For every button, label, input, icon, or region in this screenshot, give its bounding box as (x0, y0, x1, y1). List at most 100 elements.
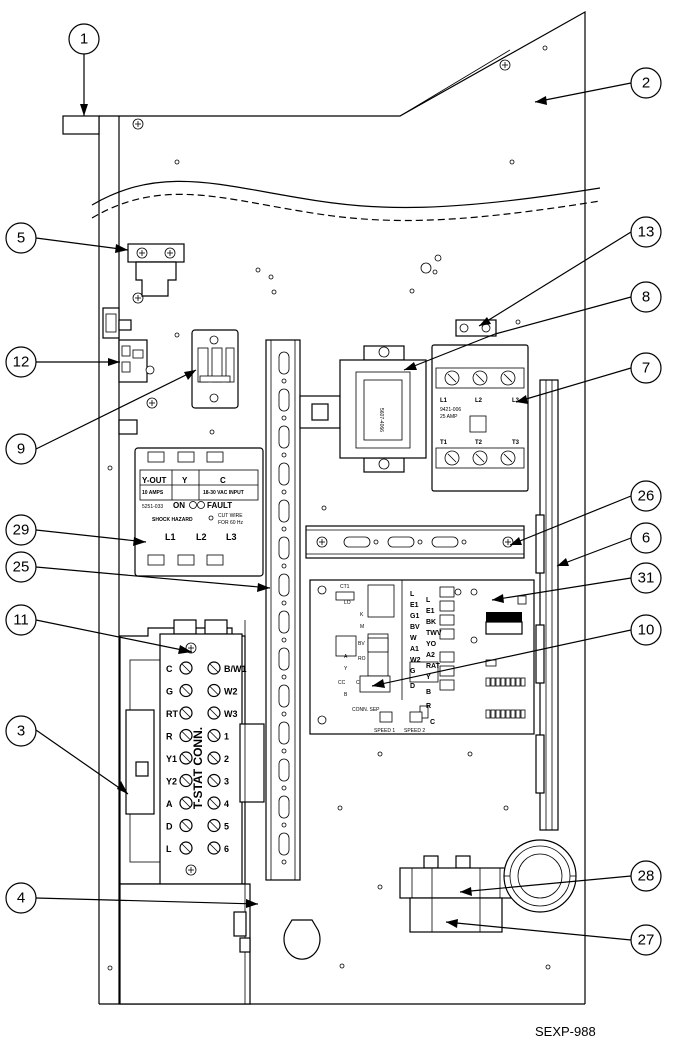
dip-switch (505, 709, 511, 719)
callout-bubble: 26 (630, 480, 662, 512)
knockout-part-4 (283, 919, 321, 960)
callout-bubble: 4 (5, 882, 37, 914)
dip-switch (505, 677, 511, 687)
tstat-right-label: W3 (224, 709, 238, 719)
mounting-holes (107, 45, 551, 971)
grommet-icon (503, 839, 577, 913)
callout-number: 12 (13, 354, 30, 371)
callout-number: 7 (642, 360, 650, 377)
callout-bubble: 8 (630, 281, 662, 313)
rail-hole (281, 822, 287, 828)
switch-block-part-12 (102, 307, 155, 435)
dip-switch (500, 677, 506, 687)
rail-hole (281, 637, 287, 643)
rail-hole (281, 563, 287, 569)
rail-hole (281, 785, 287, 791)
fault-led-icon (197, 501, 205, 509)
callout-bubble: 10 (630, 614, 662, 646)
callout-number: 10 (638, 622, 655, 639)
screw-icon (185, 864, 197, 876)
tstat-right-label: 4 (224, 799, 229, 809)
rail-hole (281, 600, 287, 606)
rail-slot (278, 647, 290, 671)
tstat-right-label: 5 (224, 822, 229, 832)
tstat-right-label: 3 (224, 777, 229, 787)
rail-slot (278, 499, 290, 523)
tstat-left-label: A (166, 799, 173, 809)
board-terminal-label: D (410, 683, 415, 690)
rail-slot (278, 388, 290, 412)
tstat-right-label: 6 (224, 844, 229, 854)
leader-lines (35, 54, 632, 941)
tstat-left-label: Y2 (166, 777, 177, 787)
tstat-title: T-STAT CONN. (191, 727, 205, 809)
rail-slot (278, 573, 290, 597)
board-left-label: BV (358, 641, 365, 647)
relay-label-yout: Y-OUT (142, 476, 167, 485)
dip-switch (485, 709, 491, 719)
board-terminal-label: BK (426, 619, 436, 626)
tstat-left-label: R (166, 732, 173, 742)
relay-shock-hazard: SHOCK HAZARD (152, 517, 193, 523)
board-left-label: Y (344, 666, 348, 672)
power-block-part-28 (399, 855, 513, 899)
board-terminal-label: W2 (410, 657, 421, 664)
screw-icon (132, 118, 144, 130)
callout-number: 9 (17, 441, 25, 458)
rail-hole (281, 674, 287, 680)
relay-label-y: Y (182, 476, 188, 485)
drawing-id: SEXP-988 (535, 1024, 596, 1039)
board-terminal-label: E1 (410, 602, 419, 609)
callout-number: 13 (638, 224, 655, 241)
board-terminal-label: A1 (410, 646, 419, 653)
board-left-label: CT1 (340, 584, 350, 590)
tstat-left-label: L (166, 844, 172, 854)
board-terminal-label: E1 (426, 608, 435, 615)
relay-part-number: 5251-033 (142, 504, 163, 510)
board-terminal-label: BV (410, 624, 420, 631)
tstat-right-label: 2 (224, 754, 229, 764)
vertical-rail-part-25 (265, 339, 301, 881)
rail-slot (278, 684, 290, 708)
rail-slot (278, 758, 290, 782)
board-terminal-label: G (410, 668, 416, 675)
rail-hole (281, 711, 287, 717)
board-left-label: K (360, 612, 364, 618)
dip-switch (510, 677, 516, 687)
horizontal-rail-part-26 (305, 525, 525, 559)
callout-number: 27 (638, 932, 655, 949)
callout-bubble: 9 (5, 433, 37, 465)
rail-slot (278, 425, 290, 449)
board-bottom-label: SPEED 1 (374, 728, 395, 734)
rail-slot (278, 351, 290, 375)
rail-hole (281, 415, 287, 421)
contactor-amps: 25 AMP (440, 414, 458, 420)
dip-switch (515, 677, 521, 687)
tstat-left-label: C (166, 664, 173, 674)
callout-bubble: 5 (5, 222, 37, 254)
relay-fault-label: FAULT (207, 501, 232, 510)
callout-number: 2 (642, 75, 650, 92)
dip-switch (495, 677, 501, 687)
relay-cut-wire: CUT WIRE (218, 513, 243, 519)
board-bottom-label: CONN. SEP (352, 707, 380, 713)
board-terminal-label: W (410, 635, 417, 642)
board-left-label: M (360, 624, 364, 630)
relay-amps: 10 AMPS (142, 490, 164, 496)
board-terminal-label: G1 (410, 613, 419, 620)
callout-number: 6 (642, 530, 650, 547)
board-terminal-label: A2 (426, 652, 435, 659)
contactor-part-7: L1 L2 L3 9421-006 25 AMP T1 T2 T3 (431, 344, 529, 492)
screw-icon (499, 59, 511, 71)
rail-slot (278, 832, 290, 856)
tstat-left-label: G (166, 687, 173, 697)
rail-slot (278, 795, 290, 819)
board-left-label: A (344, 654, 348, 660)
board-left-label: B (344, 692, 348, 698)
callout-number: 5 (17, 230, 25, 247)
rail-hole (281, 378, 287, 384)
board-terminal-label: L (410, 591, 415, 598)
tstat-right-label: W2 (224, 687, 238, 697)
callout-number: 29 (13, 522, 30, 539)
